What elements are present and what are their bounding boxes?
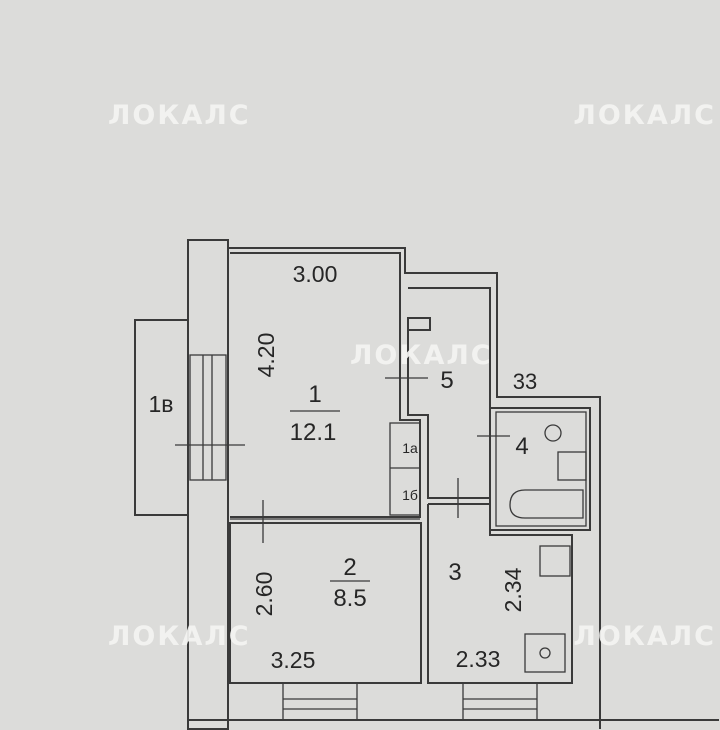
closet-1a-1b	[389, 422, 421, 516]
room-1b-label: 1б	[402, 487, 418, 503]
room-2-area: 8.5	[333, 585, 366, 612]
room-3-width: 2.33	[456, 646, 501, 672]
room-2-width: 3.25	[271, 647, 316, 673]
room-1-width: 3.00	[293, 261, 338, 287]
sink-icon	[557, 451, 587, 481]
room-5	[407, 287, 491, 499]
room-4	[489, 407, 591, 531]
outer-wall	[228, 247, 601, 729]
room-1-area: 12.1	[290, 419, 337, 446]
watermark: ЛОКАЛС	[573, 621, 716, 652]
balcony	[134, 319, 189, 516]
watermark: ЛОКАЛС	[573, 100, 716, 131]
room-1-length: 4.20	[253, 333, 279, 378]
room-5-extra: 33	[513, 369, 537, 394]
watermark: ЛОКАЛС	[350, 340, 493, 371]
watermark: ЛОКАЛС	[108, 100, 251, 131]
room-1v-label: 1в	[148, 391, 173, 417]
left-wall	[187, 239, 229, 730]
room-4-number: 4	[515, 433, 528, 460]
room-1	[230, 252, 421, 518]
room-1-number: 1	[308, 381, 321, 408]
room-3	[427, 503, 573, 684]
room-2-length: 2.60	[251, 572, 277, 617]
stove-icon	[524, 633, 566, 673]
vent-icon	[539, 545, 571, 577]
room-1a-label: 1а	[402, 440, 418, 456]
watermark: ЛОКАЛС	[108, 621, 251, 652]
bathtub-icon	[509, 489, 584, 519]
balcony-door	[175, 354, 245, 481]
room-3-length: 2.34	[500, 567, 526, 612]
room-2-number: 2	[343, 554, 356, 581]
window	[282, 682, 358, 721]
toilet-icon	[544, 424, 562, 442]
room-5-number: 5	[440, 367, 453, 394]
room-3-number: 3	[448, 559, 461, 586]
window	[462, 682, 538, 721]
